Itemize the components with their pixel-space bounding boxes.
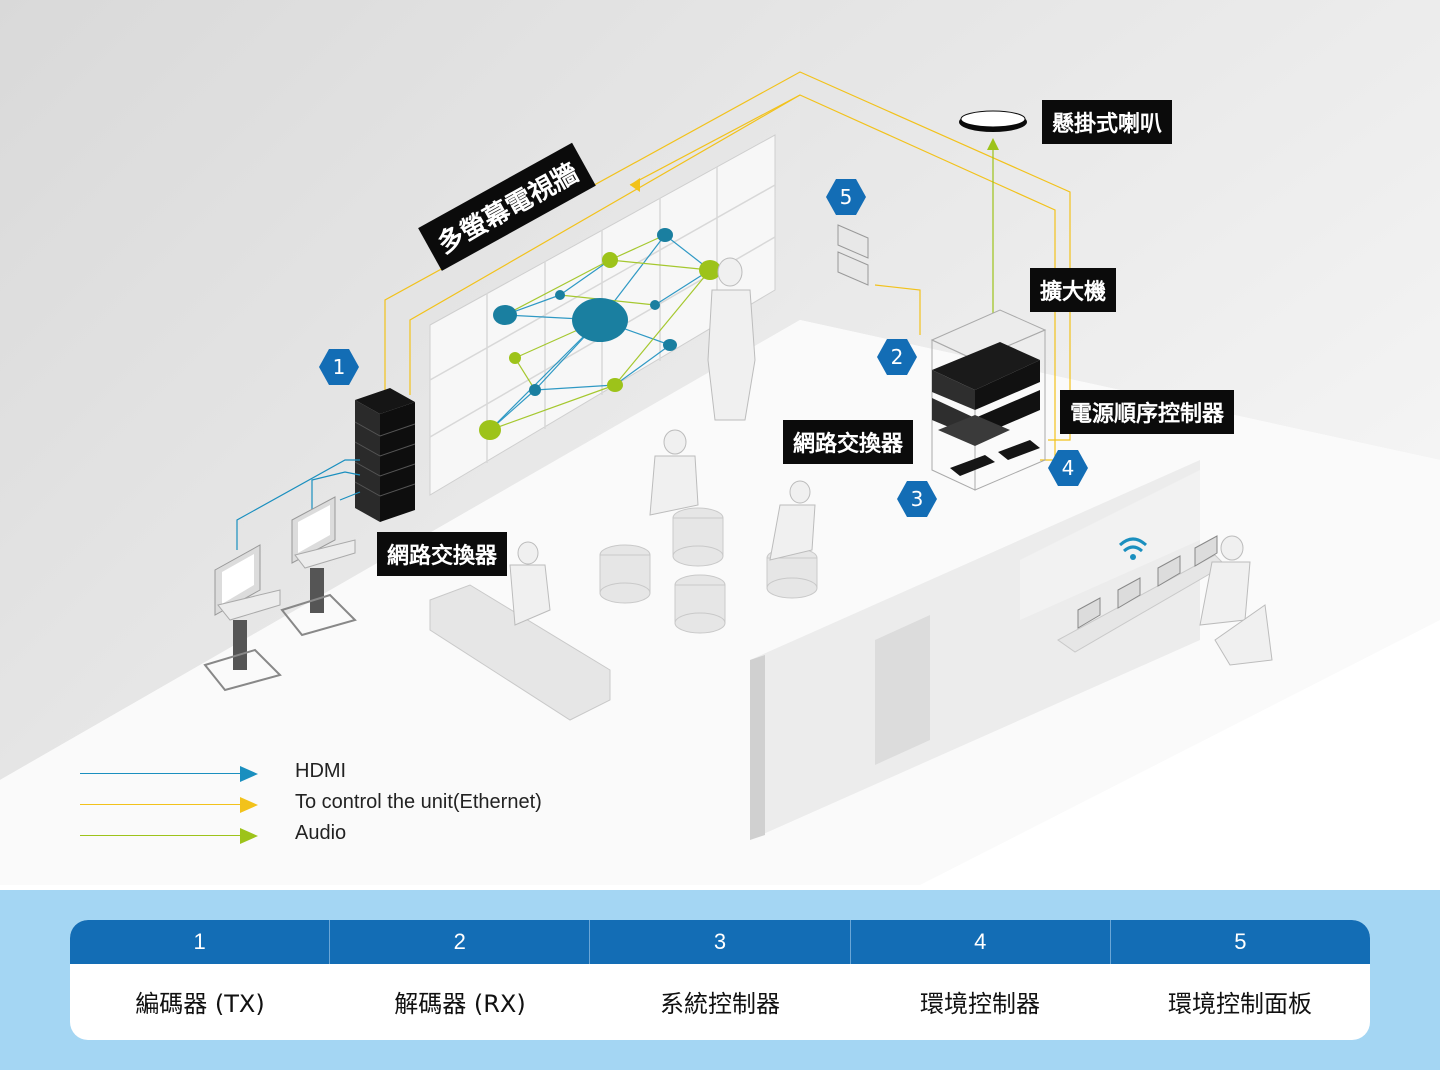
marker-1: 1	[319, 347, 359, 387]
header-cell-3: 3	[590, 920, 851, 964]
ethernet-arrow-icon	[240, 797, 258, 813]
computer-cart-2	[280, 496, 357, 637]
legend-audio: Audio	[80, 822, 640, 850]
marker-3: 3	[897, 479, 937, 519]
wifi-icon	[1118, 537, 1148, 553]
header-cell-2: 2	[330, 920, 591, 964]
network-switch-left-label: 網路交換器	[377, 532, 508, 576]
cell-system-controller: 系統控制器	[660, 990, 780, 1018]
hdmi-arrow-icon	[240, 766, 258, 782]
power-sequencer-label: 電源順序控制器	[1060, 390, 1235, 434]
encoder-rack	[354, 388, 416, 522]
equipment-rack	[930, 309, 1047, 491]
legend-hdmi: HDMI	[80, 760, 640, 788]
cell-environment-controller: 環境控制器	[920, 990, 1040, 1018]
cell-decoder: 解碼器 (RX)	[394, 990, 526, 1018]
header-cell-4: 4	[851, 920, 1111, 964]
door	[875, 615, 930, 765]
speaker-label: 懸掛式喇叭	[1042, 100, 1173, 144]
room-scene	[0, 0, 1440, 840]
left-wall	[0, 0, 800, 780]
marker-4-number: 4	[1061, 456, 1075, 480]
device-table-row: 編碼器 (TX) 解碼器 (RX) 系統控制器 環境控制器 環境控制面板	[70, 964, 1370, 1040]
room-illustration: 多螢幕電視牆 懸掛式喇叭 擴大機 電源順序控制器 網路交換器 網路交換器 1 2…	[0, 0, 1440, 850]
sofa	[429, 584, 611, 721]
header-cell-5: 5	[1234, 929, 1247, 954]
marker-5-number: 5	[839, 185, 853, 209]
amplifier-label: 擴大機	[1030, 268, 1117, 312]
legend-audio-text: Audio	[295, 822, 347, 844]
marker-1-number: 1	[332, 355, 346, 379]
audio-line	[80, 835, 250, 836]
cell-environment-panel: 環境控制面板	[1168, 990, 1312, 1018]
cell-encoder: 編碼器 (TX)	[135, 990, 265, 1018]
computer-cart-1	[203, 544, 282, 692]
device-table-header: 1 2 3 4 5	[70, 920, 1370, 964]
network-switch-right-label: 網路交換器	[783, 420, 914, 464]
hdmi-line	[80, 773, 250, 774]
legend-hdmi-text: HDMI	[295, 760, 347, 782]
marker-2-number: 2	[890, 345, 904, 369]
header-cell-1: 1	[70, 920, 331, 964]
ethernet-line	[80, 804, 250, 805]
legend-ethernet: To control the unit(Ethernet)	[80, 791, 640, 819]
marker-5: 5	[826, 177, 866, 217]
audio-arrow-icon	[240, 828, 258, 844]
marker-4: 4	[1048, 448, 1088, 488]
legend-ethernet-text: To control the unit(Ethernet)	[295, 791, 542, 813]
device-table: 1 2 3 4 5 編碼器 (TX) 解碼器 (RX) 系統控制器 環境控制器 …	[70, 920, 1370, 1040]
marker-3-number: 3	[910, 487, 924, 511]
marker-2: 2	[877, 337, 917, 377]
